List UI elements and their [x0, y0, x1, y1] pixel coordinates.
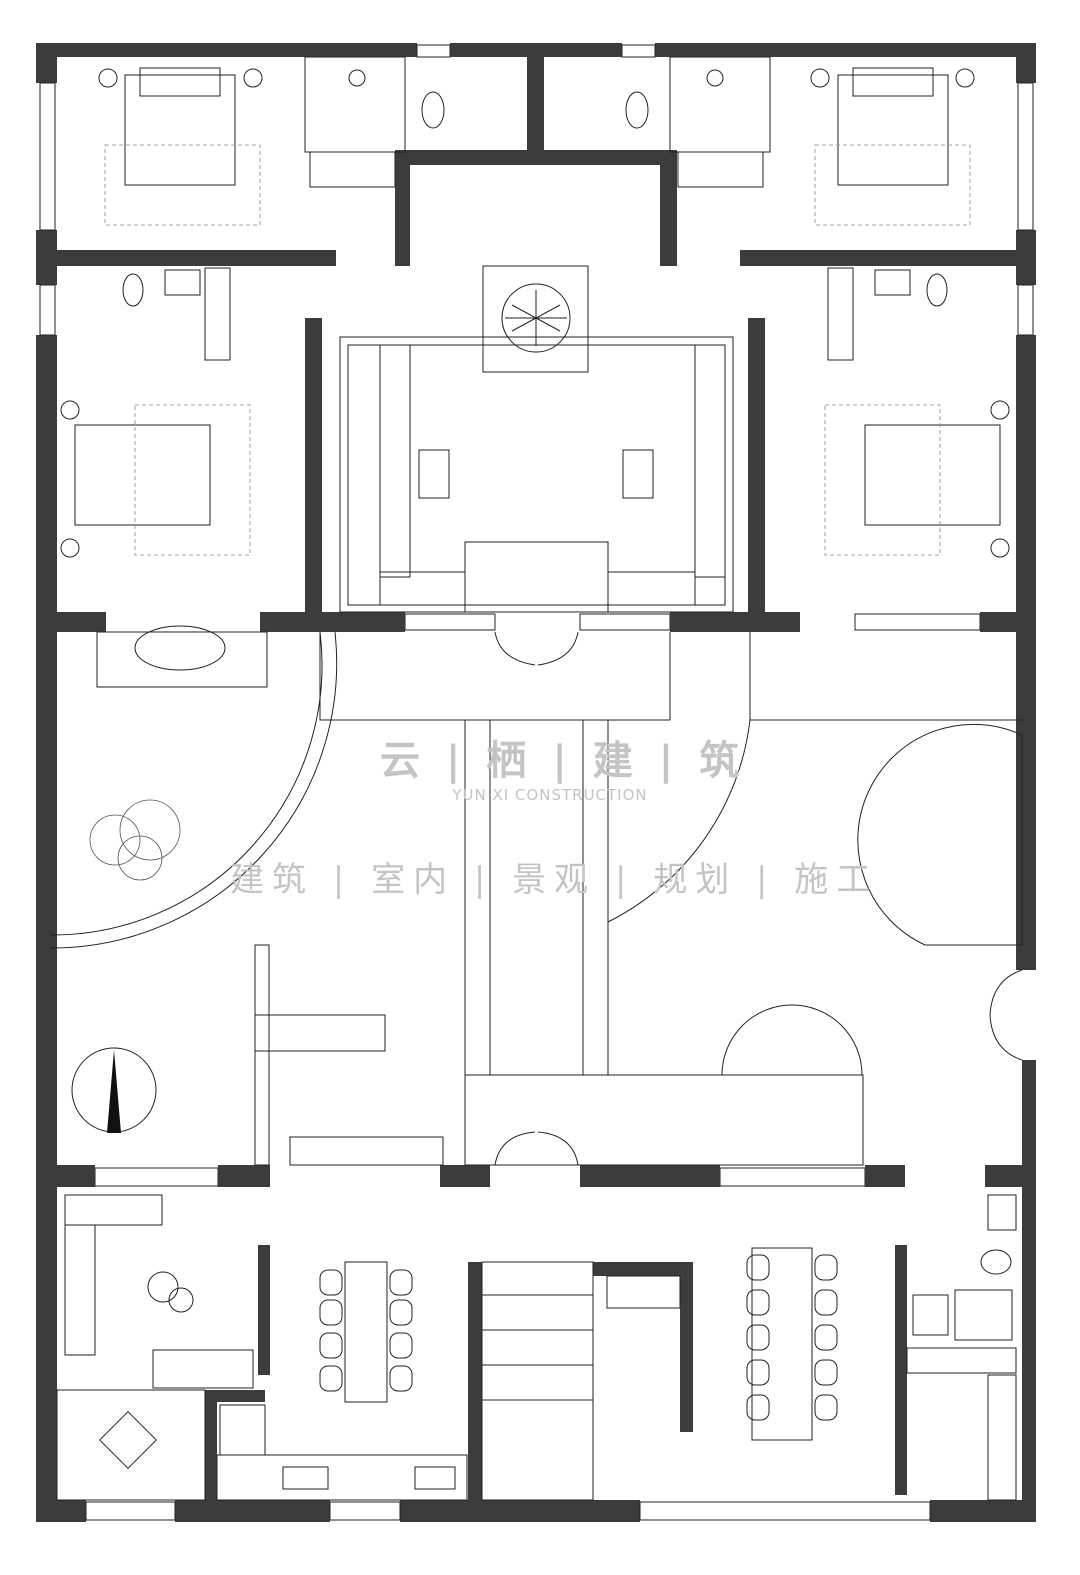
bed-icon [60, 400, 1010, 558]
bed-icon [98, 67, 263, 226]
tree-icon [501, 283, 571, 353]
bed-icon [810, 67, 975, 226]
north-arrow-icon [71, 1047, 157, 1133]
dining-table [344, 1247, 813, 1441]
tea-room [56, 1194, 468, 1501]
watermark-subtitle: YUN XI CONSTRUCTION [452, 786, 648, 804]
watermark-title: 云 | 栖 | 建 | 筑 [380, 737, 746, 784]
bathroom-fixtures [122, 56, 948, 361]
staircase [481, 1261, 681, 1501]
bathroom-fixtures [906, 1194, 1017, 1501]
tree-icon [89, 799, 181, 881]
living-hall [49, 625, 1023, 1166]
watermark-services: 建筑 | 室内 | 景观 | 规划 | 施工 [230, 860, 879, 900]
interior-walls [36, 43, 1036, 1522]
dining-chair-icon [319, 1254, 838, 1421]
